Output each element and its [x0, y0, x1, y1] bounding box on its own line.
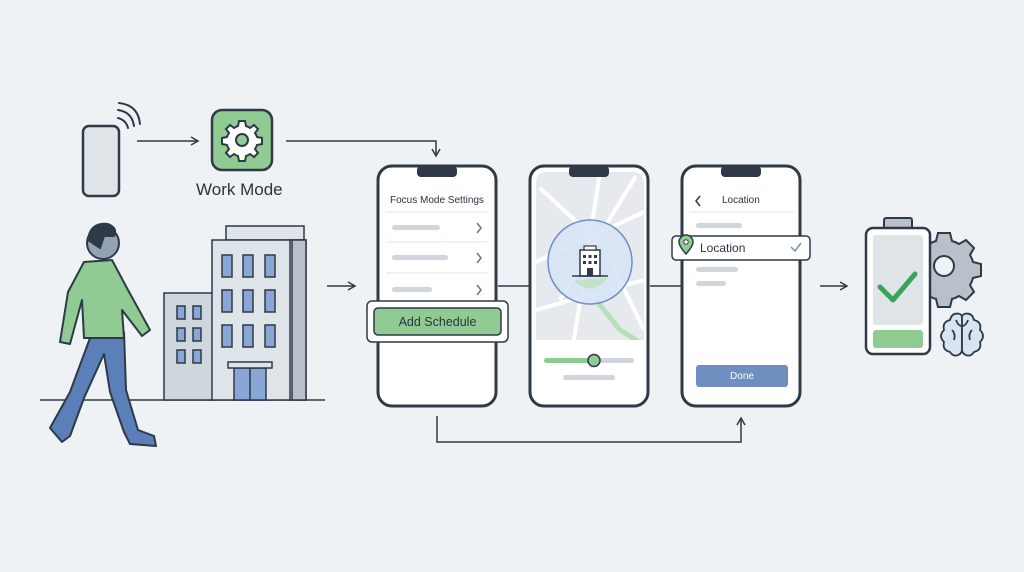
radius-slider[interactable] — [544, 353, 634, 368]
location-option-label: Location — [700, 241, 746, 255]
done-label: Done — [730, 370, 754, 382]
chevron-right-icon — [476, 284, 482, 296]
settings-row[interactable] — [392, 222, 482, 234]
checkmark-icon — [877, 271, 918, 303]
location-phone — [680, 164, 802, 408]
arrow-gear-to-settings — [286, 140, 441, 158]
chevron-right-icon — [476, 222, 482, 234]
battery-icon — [864, 217, 932, 356]
map-phone — [528, 164, 650, 408]
add-schedule-label: Add Schedule — [398, 314, 477, 329]
slider-handle[interactable] — [587, 353, 601, 368]
settings-row[interactable] — [392, 252, 482, 264]
chevron-left-icon[interactable] — [695, 195, 701, 207]
settings-row[interactable] — [392, 284, 482, 296]
person-figure — [49, 222, 157, 447]
work-mode-label: Work Mode — [196, 180, 283, 199]
phone-icon — [81, 124, 121, 198]
return-arrow — [436, 416, 746, 443]
done-button[interactable] — [696, 365, 788, 387]
add-schedule-button[interactable] — [366, 300, 509, 343]
location-option[interactable] — [671, 234, 811, 261]
wifi-signal-icon — [117, 102, 141, 129]
gear-icon — [210, 108, 274, 172]
building-icon — [572, 245, 608, 277]
focus-settings-title: Focus Mode Settings — [390, 195, 484, 206]
checkmark-icon — [790, 242, 802, 253]
location-title: Location — [722, 195, 760, 206]
brain-icon — [940, 312, 984, 357]
map-pin-icon — [678, 234, 694, 256]
chevron-right-icon — [476, 252, 482, 264]
building-illustration — [163, 225, 307, 401]
